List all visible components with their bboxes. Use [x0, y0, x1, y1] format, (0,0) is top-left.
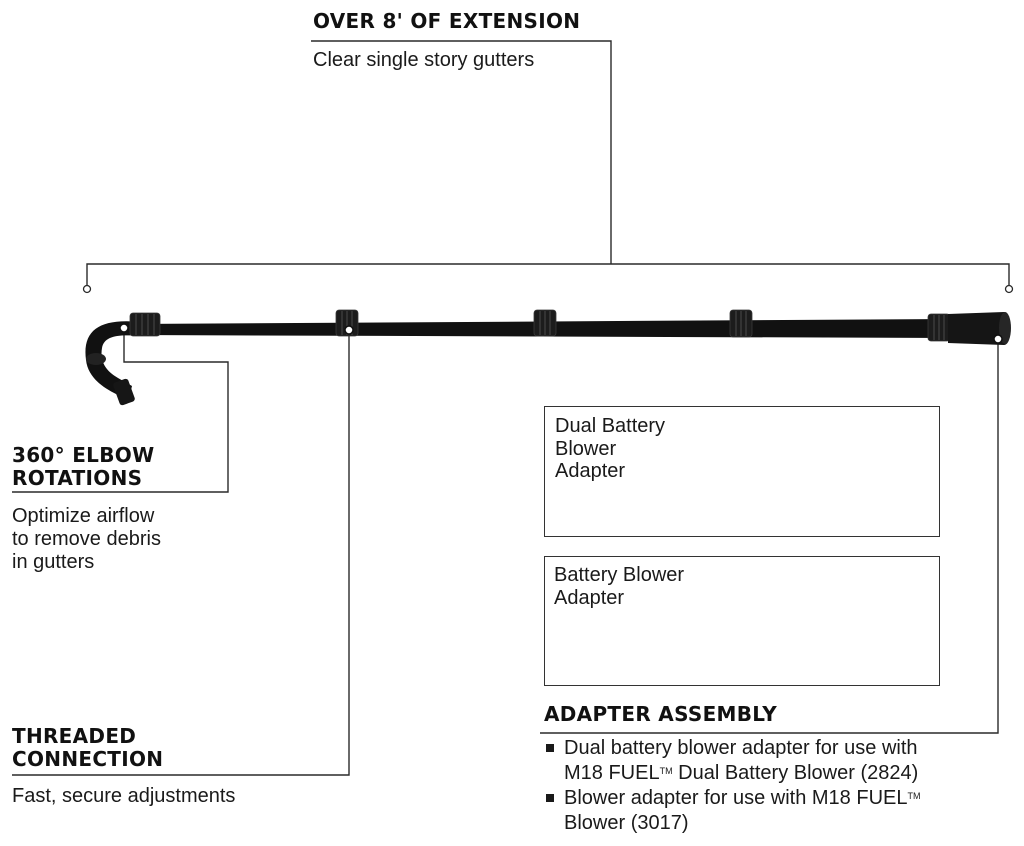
elbow-heading: 360° ELBOW ROTATIONS — [12, 444, 154, 490]
dual-adapter-title-line2: Blower — [555, 437, 617, 460]
trademark-mark: TM — [659, 766, 673, 776]
elbow-text: Optimize airflow to remove debris in gut… — [12, 505, 161, 574]
callout-lines — [12, 40, 1010, 776]
single-adapter-title-line2: Adapter — [554, 586, 625, 609]
threaded-text: Fast, secure adjustments — [12, 785, 236, 807]
single-adapter-box: Battery Blower Adapter — [544, 556, 940, 686]
elbow-heading-line1: 360° ELBOW — [12, 443, 155, 467]
elbow-text-line2: to remove debris — [12, 528, 161, 550]
elbow-heading-line2: ROTATIONS — [12, 466, 143, 490]
thread-marker — [344, 325, 354, 335]
elbow-marker — [119, 323, 129, 333]
threaded-heading: THREADED CONNECTION — [12, 725, 163, 771]
dual-adapter-box: Dual Battery Blower Adapter — [544, 406, 940, 537]
trademark-mark-2: TM — [907, 791, 921, 801]
dual-adapter-title: Dual Battery Blower Adapter — [555, 415, 665, 483]
dual-adapter-title-line1: Dual Battery — [555, 415, 666, 437]
dual-blower-model-text: Dual Battery Blower (2824) — [672, 762, 919, 784]
adapter-marker — [993, 334, 1003, 344]
bracket-end-left — [82, 284, 92, 294]
assembly-heading: ADAPTER ASSEMBLY — [544, 702, 777, 726]
extension-heading: OVER 8' OF EXTENSION — [313, 9, 581, 33]
assembly-bullet-1-line2: M18 FUELTM Dual Battery Blower (2824) — [564, 761, 1014, 786]
elbow-text-line3: in gutters — [12, 551, 95, 573]
assembly-bullet-1-line1: Dual battery blower adapter for use with — [564, 737, 918, 759]
m18-fuel-text: M18 FUEL — [564, 762, 660, 784]
blower-adapter-text: Blower adapter for use with M18 FUEL — [564, 787, 908, 809]
assembly-bullet-2-line2: Blower (3017) — [564, 812, 689, 834]
single-adapter-title: Battery Blower Adapter — [554, 564, 684, 609]
assembly-bullet-2-line1: Blower adapter for use with M18 FUELTM — [564, 786, 1014, 811]
extension-tube — [85, 309, 1011, 406]
single-adapter-title-line1: Battery Blower — [554, 564, 685, 586]
dual-adapter-title-line3: Adapter — [555, 460, 626, 482]
bracket-end-right — [1004, 284, 1014, 294]
assembly-list: Dual battery blower adapter for use with… — [544, 736, 1014, 836]
assembly-bullet-2: Blower adapter for use with M18 FUELTM B… — [544, 786, 1014, 836]
threaded-heading-line2: CONNECTION — [12, 747, 164, 771]
elbow-text-line1: Optimize airflow — [12, 505, 155, 527]
assembly-bullet-1: Dual battery blower adapter for use with… — [544, 736, 1014, 786]
threaded-heading-line1: THREADED — [12, 724, 137, 748]
extension-text: Clear single story gutters — [313, 49, 535, 71]
